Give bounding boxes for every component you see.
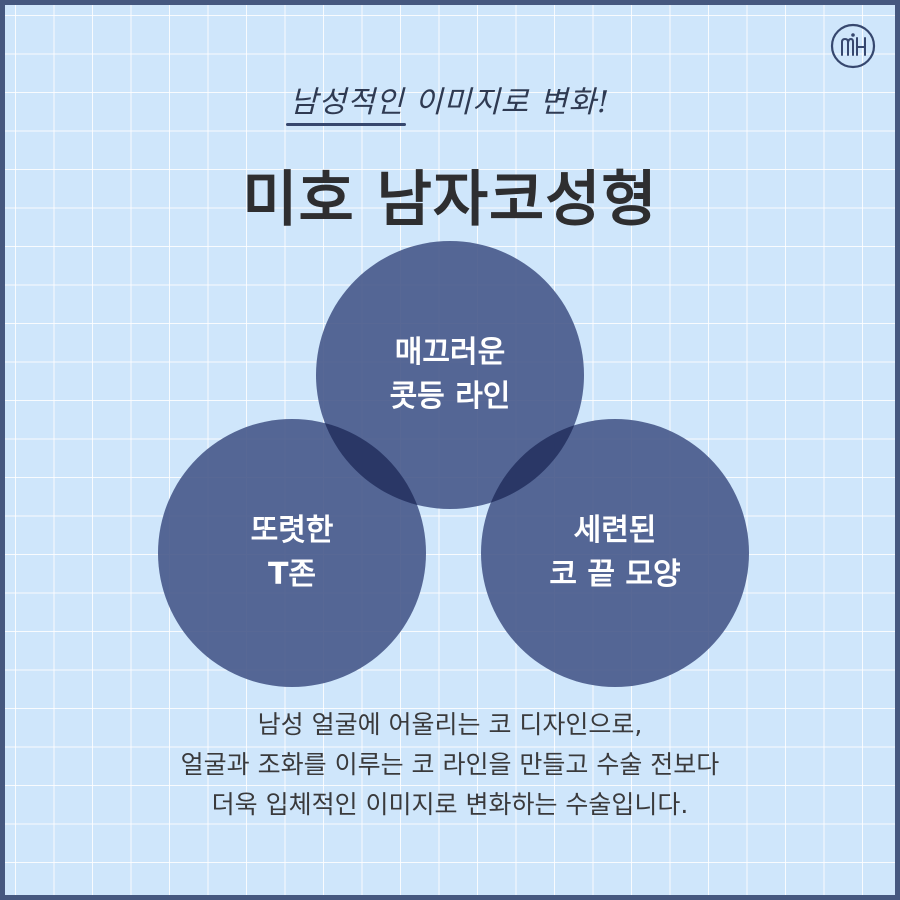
mh-logo-icon	[830, 23, 876, 69]
venn-circle-right	[481, 419, 749, 687]
description-line-2: 얼굴과 조화를 이루는 코 라인을 만들고 수술 전보다	[180, 750, 720, 779]
venn-label-top: 매끄러운 콧등 라인	[330, 331, 570, 419]
venn-circle-top	[316, 241, 584, 509]
description-line-3: 더욱 입체적인 이미지로 변화하는 수술입니다.	[211, 790, 689, 819]
page-title: 미호 남자코성형	[242, 165, 658, 235]
venn-diagram	[158, 241, 749, 687]
venn-label-top-line1: 매끄러운	[394, 335, 506, 370]
venn-label-top-line2: 콧등 라인	[389, 379, 511, 414]
venn-label-right-line2: 코 끝 모양	[549, 557, 681, 592]
venn-label-left-line2: T존	[267, 557, 317, 592]
venn-label-right-line1: 세련된	[573, 513, 657, 548]
tagline: 남성적인 이미지로 변화!	[5, 77, 895, 121]
tagline-underlined: 남성적인	[289, 85, 405, 120]
venn-label-left: 또렷한 T존	[172, 509, 412, 597]
tagline-rest: 이미지로 변화!	[404, 85, 611, 120]
venn-circle-left	[158, 419, 426, 687]
description-line-1: 남성 얼굴에 어울리는 코 디자인으로,	[257, 710, 643, 739]
venn-label-left-line1: 또렷한	[250, 513, 334, 548]
venn-label-right: 세련된 코 끝 모양	[495, 509, 735, 597]
description: 남성 얼굴에 어울리는 코 디자인으로, 얼굴과 조화를 이루는 코 라인을 만…	[5, 705, 895, 825]
